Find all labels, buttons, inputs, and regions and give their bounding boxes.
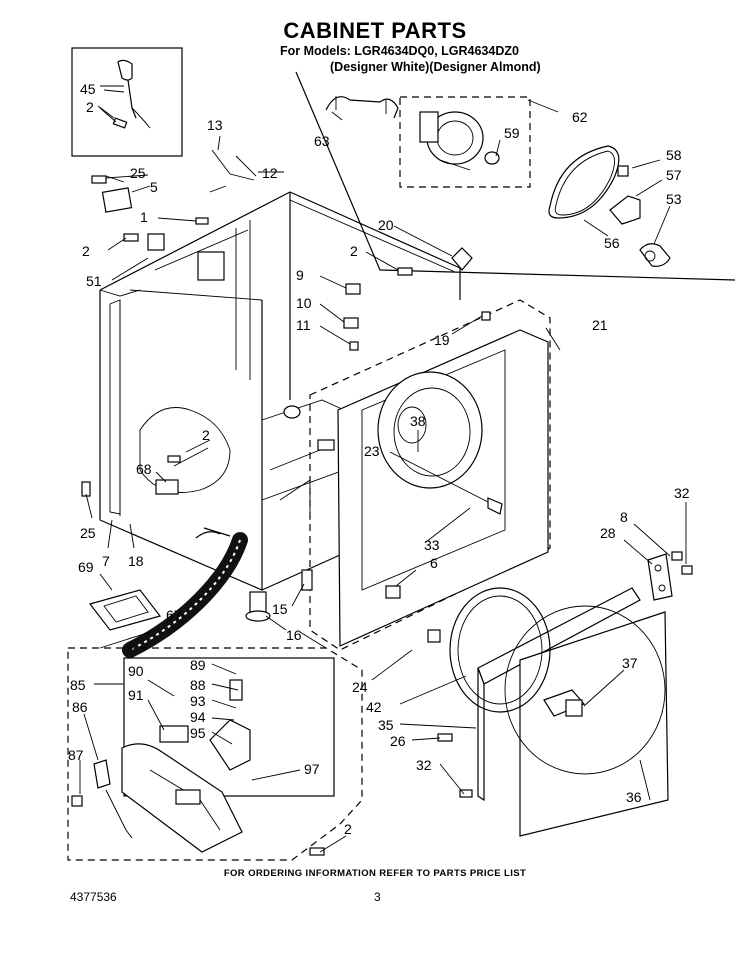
callout-24: 24 — [352, 679, 368, 695]
ordering-note: FOR ORDERING INFORMATION REFER TO PARTS … — [223, 868, 527, 879]
callout-68: 68 — [136, 461, 152, 477]
door-assembly — [427, 587, 669, 837]
callout-67: 67 — [166, 607, 182, 623]
callout-89: 89 — [190, 657, 206, 673]
callout-28: 28 — [600, 525, 616, 541]
callout-57: 57 — [666, 167, 682, 183]
motor-bracket — [325, 96, 399, 119]
drive-belt — [548, 145, 620, 219]
callout-37: 37 — [622, 655, 638, 671]
callout-21: 21 — [592, 317, 608, 333]
gas-burner — [93, 679, 251, 853]
colors-line: (Designer White)(Designer Almond) — [330, 60, 541, 74]
callout-8: 8 — [620, 509, 628, 525]
callout-6: 6 — [430, 555, 438, 571]
callout-88: 88 — [190, 677, 206, 693]
callout-56: 56 — [604, 235, 620, 251]
callout-20: 20 — [378, 217, 394, 233]
callout-94: 94 — [190, 709, 206, 725]
motor-group-leader — [295, 71, 736, 281]
callout-51: 51 — [86, 273, 102, 289]
callout-32: 32 — [416, 757, 432, 773]
callout-26: 26 — [390, 733, 406, 749]
callout-62: 62 — [572, 109, 588, 125]
callout-2: 2 — [350, 243, 358, 259]
callout-5: 5 — [150, 179, 158, 195]
callout-2: 2 — [202, 427, 210, 443]
callout-2: 2 — [344, 821, 352, 837]
idler-assembly — [609, 165, 671, 267]
callout-11: 11 — [296, 317, 311, 333]
front-panel-dashed-outline — [309, 299, 551, 651]
callout-13: 13 — [207, 117, 223, 133]
callout-36: 36 — [626, 789, 642, 805]
callout-9: 9 — [296, 267, 304, 283]
callout-7: 7 — [102, 553, 110, 569]
document-number: 4377536 — [70, 890, 117, 904]
callout-25: 25 — [80, 525, 96, 541]
callout-59: 59 — [504, 125, 520, 141]
leader-lines — [79, 89, 687, 853]
callout-10: 10 — [296, 295, 312, 311]
front-panel — [337, 329, 549, 647]
callout-33: 33 — [424, 537, 440, 553]
screws — [71, 149, 491, 856]
lint-cover — [88, 589, 162, 631]
cabinet — [99, 191, 461, 591]
callout-85: 85 — [70, 677, 86, 693]
callout-38: 38 — [410, 413, 426, 429]
callout-12: 12 — [262, 165, 278, 181]
page-title: CABINET PARTS — [283, 18, 467, 43]
callout-15: 15 — [272, 601, 288, 617]
callout-32: 32 — [674, 485, 690, 501]
callout-45: 45 — [80, 81, 96, 97]
callout-23: 23 — [364, 443, 380, 459]
callout-90: 90 — [128, 663, 144, 679]
burner-dashed-box — [67, 647, 363, 861]
callout-18: 18 — [128, 553, 144, 569]
callout-53: 53 — [666, 191, 682, 207]
callout-87: 87 — [68, 747, 84, 763]
models-line: For Models: LGR4634DQ0, LGR4634DZ0 — [280, 44, 519, 58]
callout-97: 97 — [304, 761, 320, 777]
page-number: 3 — [374, 890, 381, 904]
callout-16: 16 — [286, 627, 302, 643]
callout-69: 69 — [78, 559, 94, 575]
callout-91: 91 — [128, 687, 144, 703]
callout-1: 1 — [140, 209, 148, 225]
callout-19: 19 — [434, 332, 450, 348]
callout-58: 58 — [666, 147, 682, 163]
callout-25: 25 — [130, 165, 146, 181]
callout-95: 95 — [190, 725, 206, 741]
callout-2: 2 — [82, 243, 90, 259]
gas-valve-box — [123, 657, 335, 797]
callout-42: 42 — [366, 699, 382, 715]
callout-86: 86 — [72, 699, 88, 715]
callout-93: 93 — [190, 693, 206, 709]
callout-35: 35 — [378, 717, 394, 733]
callout-63: 63 — [314, 133, 330, 149]
leveling-leg — [245, 569, 313, 622]
door-hinge — [647, 551, 693, 601]
drive-motor — [419, 111, 500, 171]
motor-dashed-box — [399, 96, 531, 188]
callout-2: 2 — [86, 99, 94, 115]
callout-labels: 45 2 13 12 25 5 1 2 51 20 2 9 10 11 19 2… — [68, 81, 690, 837]
